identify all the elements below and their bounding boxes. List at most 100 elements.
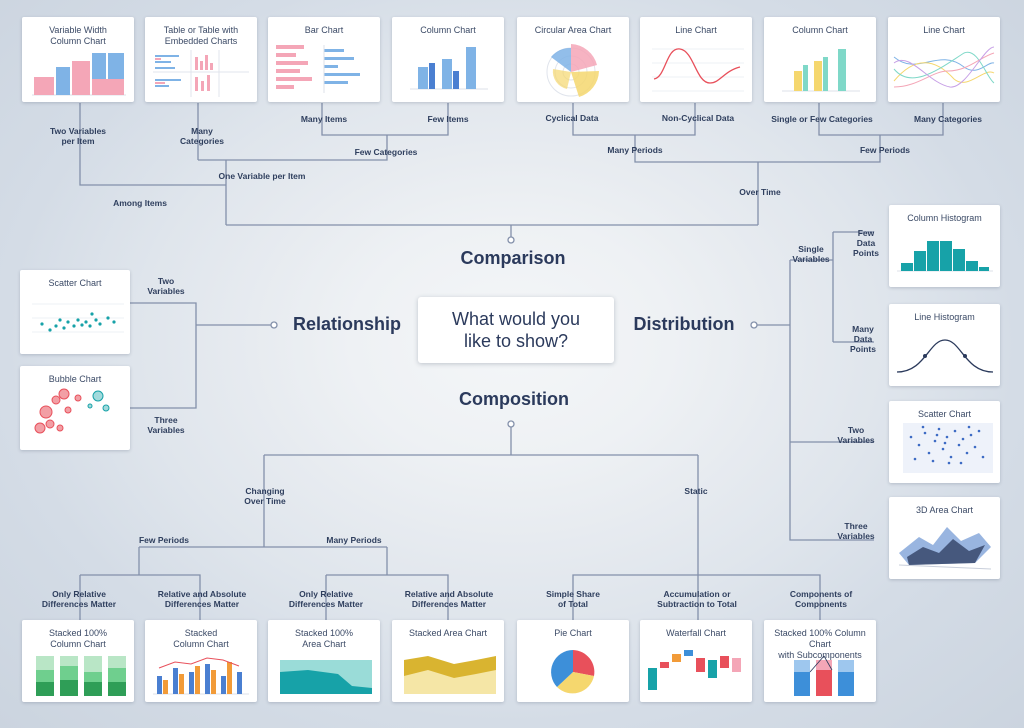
pie-chart-card[interactable]: Pie Chart — [517, 620, 629, 702]
label-many-categories: Many Categories — [913, 114, 983, 124]
relationship-heading: Relationship — [292, 314, 402, 334]
column-histogram-icon — [897, 241, 993, 272]
scatter-distribution-icon — [903, 423, 993, 473]
comparison-heading: Comparison — [460, 248, 566, 268]
label-distribution-three-variables: Three Variables — [837, 521, 875, 541]
multi-line-chart-icon — [893, 46, 995, 88]
center-question: What would you like to show? — [451, 309, 581, 351]
line-chart-many-categories-card[interactable]: Line Chart — [888, 17, 1000, 102]
card-title: Table or Table with Embedded Charts — [163, 25, 239, 46]
label-cyclical-data: Cyclical Data — [545, 113, 599, 123]
table-icon — [153, 50, 249, 97]
3d-area-chart-card[interactable]: 3D Area Chart — [889, 497, 1000, 579]
card-title: Scatter Chart — [48, 278, 102, 288]
line-histogram-icon — [896, 339, 994, 373]
circular-area-chart-icon — [546, 44, 599, 97]
variable-width-column-chart-card[interactable]: Variable Width Column Chart — [22, 17, 134, 102]
label-many-data-points: Many Data Points — [850, 324, 876, 354]
label-single-variables: Single Variables — [792, 244, 830, 264]
bubble-chart-card[interactable]: Bubble Chart — [20, 366, 130, 450]
card-title: Bubble Chart — [48, 374, 102, 384]
line-chart-non-cyclical-card[interactable]: Line Chart — [640, 17, 752, 102]
label-few-data-points: Few Data Points — [853, 228, 879, 258]
label-many-periods-top: Many Periods — [607, 145, 663, 155]
stacked-100-column-icon — [36, 656, 126, 696]
label-few-items: Few Items — [427, 114, 469, 124]
waterfall-chart-card[interactable]: Waterfall Chart — [640, 620, 752, 702]
card-title: Pie Chart — [554, 628, 592, 638]
label-few-periods-top: Few Periods — [859, 145, 911, 155]
card-title: Circular Area Chart — [534, 25, 612, 35]
label-two-variables-per-item: Two Variables per Item — [49, 126, 107, 146]
label-many-periods-bottom: Many Periods — [326, 535, 382, 545]
stacked-100-column-chart-card[interactable]: Stacked 100% Column Chart — [22, 620, 134, 702]
stacked-column-subcomponents-icon — [794, 655, 854, 696]
card-title: Stacked 100% Area Chart — [294, 628, 354, 649]
variable-width-column-chart-icon — [32, 53, 126, 96]
label-components-of-components: Components of Components — [789, 589, 853, 609]
waterfall-chart-icon — [648, 650, 741, 690]
card-title: Line Chart — [923, 25, 965, 35]
stacked-area-chart-card[interactable]: Stacked Area Chart — [392, 620, 504, 702]
distribution-heading: Distribution — [633, 314, 735, 334]
card-title: Column Chart — [792, 25, 848, 35]
label-many-items: Many Items — [300, 114, 348, 124]
card-title: Column Histogram — [907, 213, 982, 223]
scatter-chart-distribution-card[interactable]: Scatter Chart — [889, 401, 1000, 483]
stacked-100-area-icon — [280, 660, 372, 694]
card-title: Line Histogram — [914, 312, 975, 322]
column-histogram-card[interactable]: Column Histogram — [889, 205, 1000, 287]
column-chart-periods-card[interactable]: Column Chart — [764, 17, 876, 102]
card-title: Line Chart — [675, 25, 717, 35]
scatter-chart-icon — [32, 303, 124, 333]
column-chart-icon — [782, 49, 860, 92]
stacked-column-icon — [153, 657, 249, 695]
bar-chart-card[interactable]: Bar Chart — [268, 17, 380, 102]
card-title: Variable Width Column Chart — [49, 25, 107, 46]
bar-chart-icon — [276, 45, 360, 93]
card-title: Column Chart — [420, 25, 476, 35]
label-one-variable-per-item: One Variable per Item — [218, 171, 306, 181]
card-title: Stacked Column Chart — [173, 628, 229, 649]
label-changing-over-time: Changing Over Time — [244, 486, 286, 506]
scatter-chart-relationship-card[interactable]: Scatter Chart — [20, 270, 130, 354]
label-among-items: Among Items — [113, 198, 167, 208]
label-few-categories: Few Categories — [354, 147, 418, 157]
card-title: Scatter Chart — [917, 409, 972, 419]
label-non-cyclical-data: Non-Cyclical Data — [661, 113, 735, 123]
label-distribution-two-variables: Two Variables — [837, 425, 875, 445]
label-relationship-two-variables: Two Variables — [147, 276, 185, 296]
composition-heading: Composition — [459, 389, 569, 409]
stacked-100-area-chart-card[interactable]: Stacked 100% Area Chart — [268, 620, 380, 702]
column-chart-few-items-card[interactable]: Column Chart — [392, 17, 504, 102]
card-title: Stacked 100% Column Chart — [48, 628, 108, 649]
label-over-time: Over Time — [739, 187, 781, 197]
label-relative-absolute-2: Relative and Absolute Differences Matter — [404, 589, 494, 609]
card-title: Stacked Area Chart — [408, 628, 488, 638]
label-many-categories-table: Many Categories — [180, 126, 224, 146]
column-chart-icon — [410, 47, 488, 90]
stacked-column-chart-card[interactable]: Stacked Column Chart — [145, 620, 257, 702]
bubble-chart-icon — [34, 388, 110, 434]
card-title: 3D Area Chart — [915, 505, 974, 515]
label-single-or-few-categories: Single or Few Categories — [771, 114, 873, 124]
3d-area-chart-icon — [898, 527, 992, 570]
stacked-area-icon — [404, 656, 496, 694]
card-title: Waterfall Chart — [666, 628, 726, 638]
stacked-100-column-subcomponents-card[interactable]: Stacked 100% Column Chart with Subcompon… — [764, 620, 876, 702]
center-question-box: What would you like to show? — [418, 297, 614, 363]
card-title: Stacked 100% Column Chart with Subcompon… — [774, 628, 866, 660]
circular-area-chart-card[interactable]: Circular Area Chart — [517, 17, 629, 102]
label-relationship-three-variables: Three Variables — [147, 415, 185, 435]
label-accumulation: Accumulation or Subtraction to Total — [657, 589, 737, 609]
label-few-periods-bottom: Few Periods — [138, 535, 190, 545]
line-histogram-card[interactable]: Line Histogram — [889, 304, 1000, 386]
label-only-relative-2: Only Relative Differences Matter — [288, 589, 364, 609]
pie-chart-icon — [551, 650, 595, 694]
label-only-relative-1: Only Relative Differences Matter — [41, 589, 117, 609]
card-title: Bar Chart — [304, 25, 344, 35]
table-embedded-charts-card[interactable]: Table or Table with Embedded Charts — [145, 17, 257, 102]
label-relative-absolute-1: Relative and Absolute Differences Matter — [157, 589, 247, 609]
line-chart-icon — [652, 48, 744, 92]
